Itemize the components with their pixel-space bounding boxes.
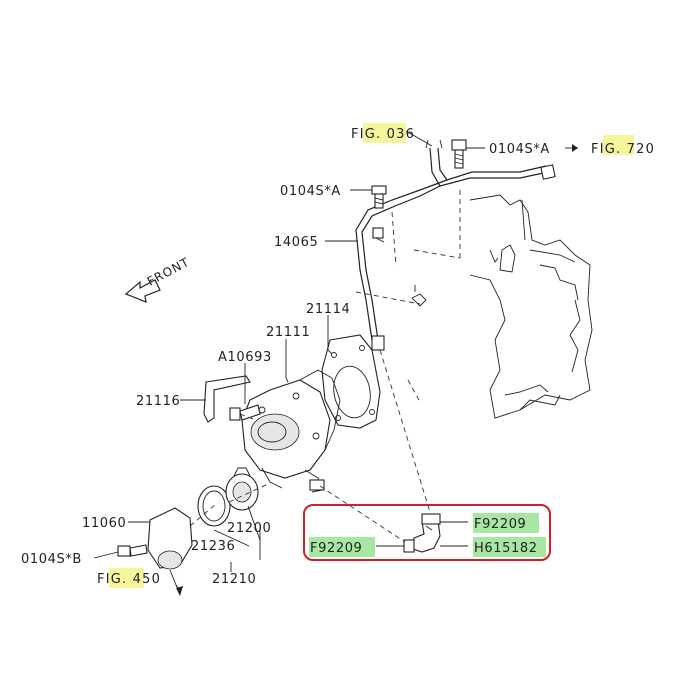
part-bracket[interactable]: 21116 xyxy=(136,394,180,409)
callout-box xyxy=(303,504,551,561)
part-gasket[interactable]: 21114 xyxy=(306,302,350,317)
highlight-clamp-upper xyxy=(473,513,539,533)
bracket xyxy=(203,375,251,423)
highlight-fig450 xyxy=(109,568,144,588)
ref-fig036[interactable]: FIG. 036 xyxy=(351,127,415,142)
highlight-hose xyxy=(473,537,546,557)
part-bolt-bottom[interactable]: 0104S*B xyxy=(21,552,82,567)
front-label: FRONT xyxy=(145,255,192,289)
highlight-fig036 xyxy=(363,123,406,143)
part-water-pump[interactable]: 21111 xyxy=(266,325,310,340)
lower-hose xyxy=(403,513,441,553)
thermostat xyxy=(225,467,259,511)
part-thermostat[interactable]: 21200 xyxy=(227,521,271,536)
part-hose[interactable]: H615182 xyxy=(474,541,538,556)
bolt-bottom xyxy=(117,544,148,557)
bolt-left xyxy=(371,185,387,209)
engine-block xyxy=(469,194,593,419)
part-thermostat-kit[interactable]: 21210 xyxy=(212,572,256,587)
bolt-top xyxy=(451,139,467,169)
engine-fitting xyxy=(411,285,427,307)
part-pipe[interactable]: 14065 xyxy=(274,235,318,250)
front-arrow: FRONT xyxy=(124,255,192,303)
dashed-guides xyxy=(189,190,461,543)
gasket-plate xyxy=(321,334,381,429)
part-clamp-lower[interactable]: F92209 xyxy=(310,541,362,556)
part-thermostat-gasket[interactable]: 21236 xyxy=(191,539,235,554)
part-bolt-left[interactable]: 0104S*A xyxy=(280,184,341,199)
part-thermostat-cover[interactable]: 11060 xyxy=(82,516,126,531)
leader-lines xyxy=(93,130,578,572)
pipe-bracket xyxy=(372,227,385,243)
part-pump-bolt[interactable]: A10693 xyxy=(218,350,272,365)
highlight-fig720 xyxy=(603,135,634,155)
highlight-clamp-lower xyxy=(309,537,375,557)
ref-fig450[interactable]: FIG. 450 xyxy=(97,572,161,587)
thermostat-cover xyxy=(147,507,193,596)
coolant-pipe xyxy=(355,139,556,351)
part-bolt-top[interactable]: 0104S*A xyxy=(489,142,550,157)
part-clamp-upper[interactable]: F92209 xyxy=(474,517,526,532)
ref-fig720[interactable]: FIG. 720 xyxy=(591,142,655,157)
